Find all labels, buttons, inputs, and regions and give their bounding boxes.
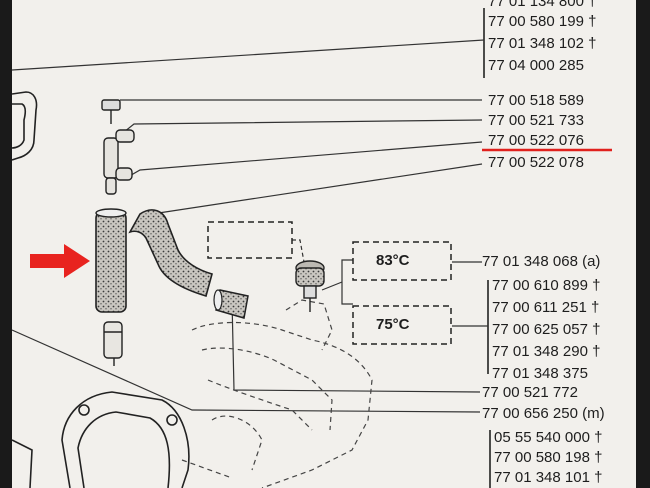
part-number: 77 00 580 198 †: [494, 449, 603, 466]
bracket-lines: [483, 8, 491, 488]
part-number: 77 00 625 057 †: [492, 321, 601, 338]
dashed-boxes: [207, 221, 452, 345]
part-number: 77 04 000 285: [488, 57, 584, 74]
gasket-bottom: [12, 391, 190, 488]
part-number: 77 00 521 772: [482, 384, 578, 401]
part-number-highlighted: 77 00 522 076: [488, 132, 584, 149]
part-number: 77 00 522 078: [488, 154, 584, 171]
part-number: 77 01 348 290 †: [492, 343, 601, 360]
bleed-screw: [101, 99, 121, 124]
part-number: 77 00 518 589: [488, 92, 584, 109]
gasket-left-top: [12, 91, 38, 161]
temp-83c-label: 83°C: [376, 252, 410, 269]
red-arrow: [30, 244, 90, 278]
part-number: 77 01 348 375: [492, 365, 588, 382]
curved-hose: [128, 209, 213, 298]
part-number: 05 55 540 000 †: [494, 429, 603, 446]
part-number-top: 77 01 134 800 †: [488, 0, 597, 10]
blank-box: [207, 221, 293, 259]
diagram-drawing: [12, 8, 612, 488]
box-83c: [352, 241, 452, 281]
thermo-switch: [295, 260, 325, 312]
part-number: 77 00 611 251 †: [492, 299, 600, 316]
stub-hose: [213, 289, 249, 319]
lower-nozzle: [103, 321, 123, 366]
part-number: 77 01 348 102 †: [488, 35, 597, 52]
parts-diagram-page: 83°C 75°C 77 01 134 800 † 77 00 580 199 …: [12, 0, 636, 488]
t-connector: [103, 129, 135, 195]
box-75c: [352, 305, 452, 345]
temp-75c-label: 75°C: [376, 316, 410, 333]
part-number: 77 01 348 101 †: [494, 469, 603, 486]
engine-outline: [181, 299, 373, 488]
part-number: 77 00 580 199 †: [488, 13, 597, 30]
vertical-hose: [95, 208, 127, 313]
part-number: 77 00 521 733: [488, 112, 584, 129]
part-number: 77 01 348 068 (a): [482, 253, 601, 270]
part-number: 77 00 656 250 (m): [482, 405, 605, 422]
leader-lines: [12, 39, 488, 413]
part-number: 77 00 610 899 †: [492, 277, 601, 294]
